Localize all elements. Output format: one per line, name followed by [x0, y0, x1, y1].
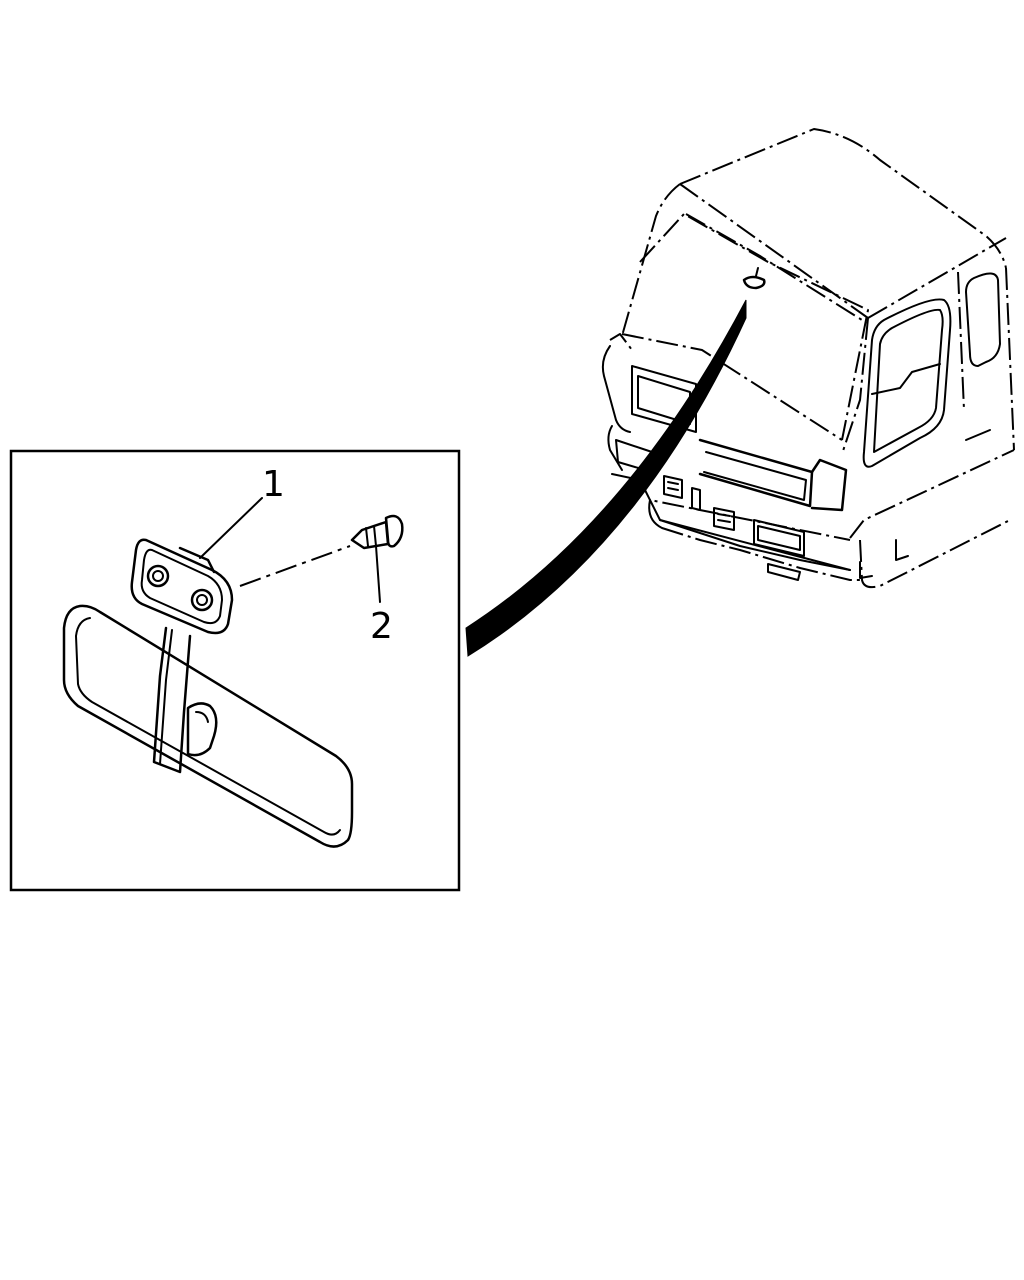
truck-cab-outline: [601, 128, 1015, 589]
rear-view-mirror: [62, 538, 354, 848]
leader-part-1: [199, 497, 263, 559]
detail-leader-arrow: [465, 299, 747, 657]
callout-part-2: 2: [370, 606, 393, 647]
callout-part-1: 1: [262, 464, 285, 505]
alignment-centerline: [239, 545, 351, 587]
mounting-screw: [350, 514, 404, 550]
leader-part-2: [375, 545, 381, 603]
